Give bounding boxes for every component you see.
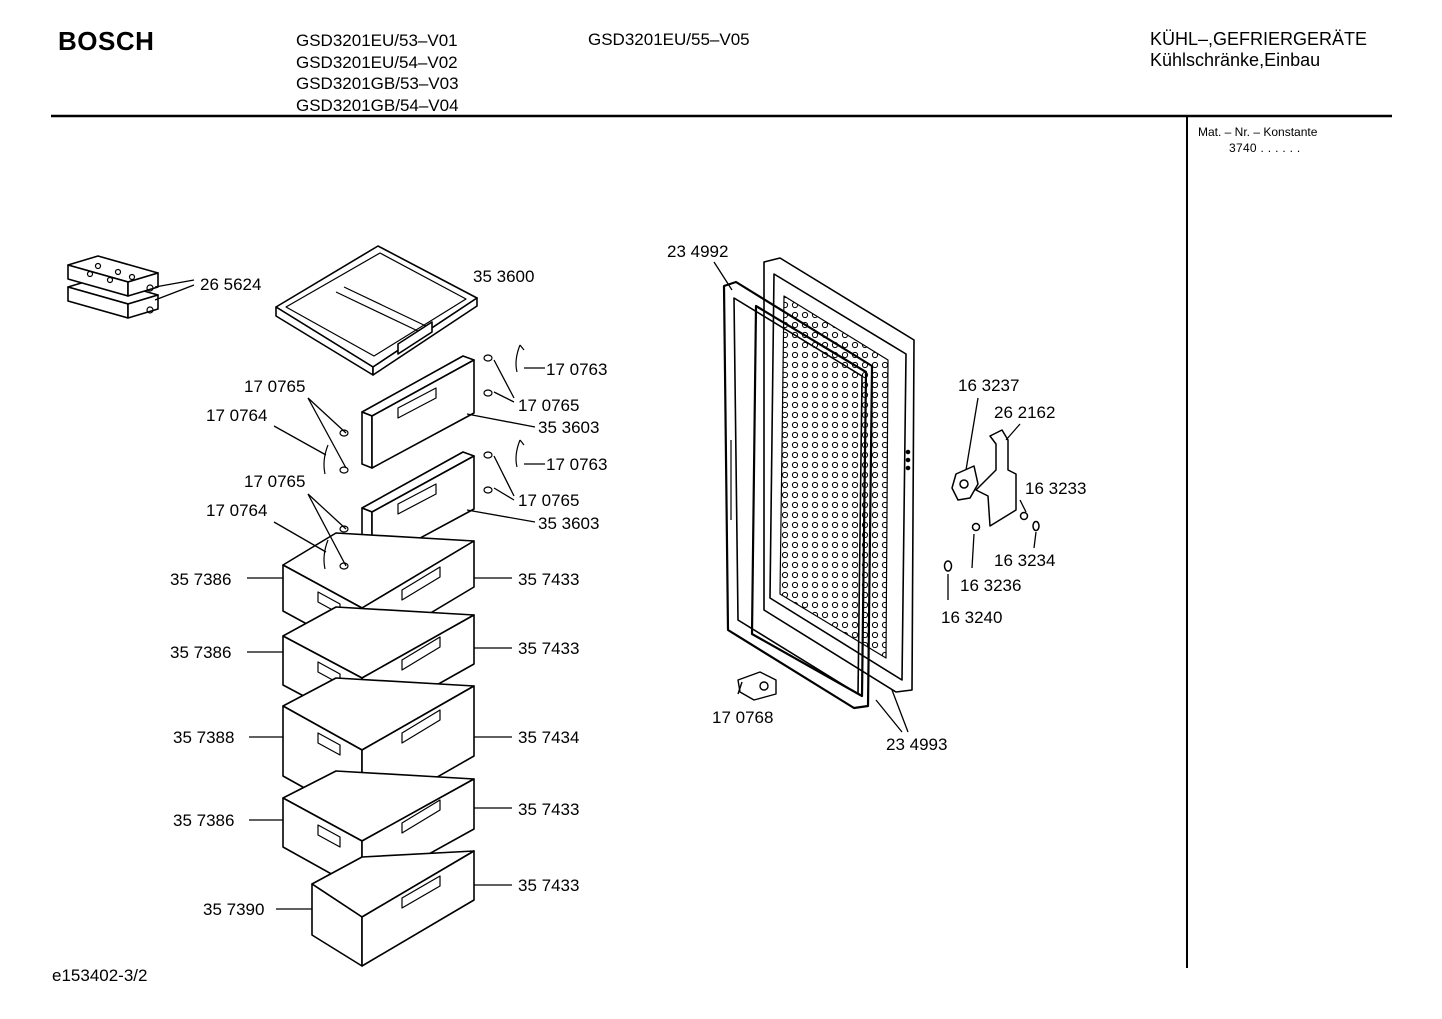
part-label: 35 7433: [518, 876, 579, 895]
model-number: GSD3201GB/54–V04: [296, 95, 459, 115]
part-label: 35 7386: [173, 811, 234, 830]
part-label: 16 3236: [960, 576, 1021, 595]
part-label: 35 7388: [173, 728, 234, 747]
leader-lines-door: [713, 261, 909, 733]
drawer-icon: [311, 850, 475, 967]
leader-lines-hinge: [947, 397, 1037, 600]
part-label: 35 7434: [518, 728, 579, 747]
model-number: GSD3201GB/53–V03: [296, 74, 459, 93]
cold-pack-icon: [67, 255, 159, 319]
part-label: 17 0768: [712, 708, 773, 727]
part-label: 17 0765: [518, 491, 579, 510]
model-list: GSD3201EU/53–V01 GSD3201EU/54–V02 GSD320…: [296, 30, 459, 116]
hinge-plate-icon: [951, 465, 979, 501]
mat-nr-value: 3740 . . . . . .: [1229, 141, 1301, 155]
left-assembly: [67, 245, 525, 967]
model-number: GSD3201EU/53–V01: [296, 31, 458, 50]
hinge-cover-icon: [737, 671, 777, 701]
door-gasket-icon: [722, 280, 874, 710]
category-line-2: Kühlschränke,Einbau: [1150, 50, 1321, 70]
part-label: 35 7386: [170, 643, 231, 662]
mat-nr-title: Mat. – Nr. – Konstante: [1198, 125, 1318, 139]
part-label: 35 3603: [538, 418, 599, 437]
part-label: 17 0765: [518, 396, 579, 415]
part-label: 16 3234: [994, 551, 1055, 570]
leader-lines-left: [154, 279, 545, 910]
part-label: 16 3237: [958, 376, 1019, 395]
part-label: 17 0763: [546, 455, 607, 474]
part-label: 35 7433: [518, 570, 579, 589]
part-label: 26 2162: [994, 403, 1055, 422]
part-label: 17 0764: [206, 501, 267, 520]
part-label: 17 0763: [546, 360, 607, 379]
part-label: 35 7433: [518, 639, 579, 658]
part-label: 16 3240: [941, 608, 1002, 627]
nut-icon: [971, 522, 981, 532]
washer-icon: [1032, 520, 1040, 532]
part-label: 23 4992: [667, 242, 728, 261]
door-hinge-assembly: [943, 429, 1040, 572]
part-label: 23 4993: [886, 735, 947, 754]
part-label: 17 0765: [244, 472, 305, 491]
part-label: 26 5624: [200, 275, 261, 294]
part-labels: 26 5624 35 3600 17 0763 17 0765 17 0765 …: [170, 242, 1086, 919]
door-assembly: [722, 257, 915, 710]
part-label: 17 0765: [244, 377, 305, 396]
freezer-tray-icon: [275, 245, 478, 376]
hinge-bracket-icon: [975, 429, 1017, 527]
screw-icon: [1019, 511, 1029, 521]
model-number: GSD3201EU/54–V02: [296, 52, 458, 72]
category-title: KÜHL–,GEFRIERGERÄTE Kühlschränke,Einbau: [1150, 29, 1367, 71]
hinge-pin-icon: [323, 344, 525, 570]
drawer-flap-icon: [361, 355, 475, 469]
part-label: 35 7390: [203, 900, 264, 919]
drawing-id: e153402-3/2: [52, 966, 148, 985]
category-line-1: KÜHL–,GEFRIERGERÄTE: [1150, 29, 1368, 49]
brand-logo: BOSCH: [58, 26, 155, 56]
part-label: 35 3600: [473, 267, 534, 286]
part-label: 35 7386: [170, 570, 231, 589]
part-label: 35 3603: [538, 514, 599, 533]
cap-icon: [943, 560, 953, 572]
door-icon: [763, 257, 915, 693]
part-label: 17 0764: [206, 406, 267, 425]
model-number-right: GSD3201EU/55–V05: [588, 30, 750, 49]
part-label: 16 3233: [1025, 479, 1086, 498]
part-label: 35 7433: [518, 800, 579, 819]
